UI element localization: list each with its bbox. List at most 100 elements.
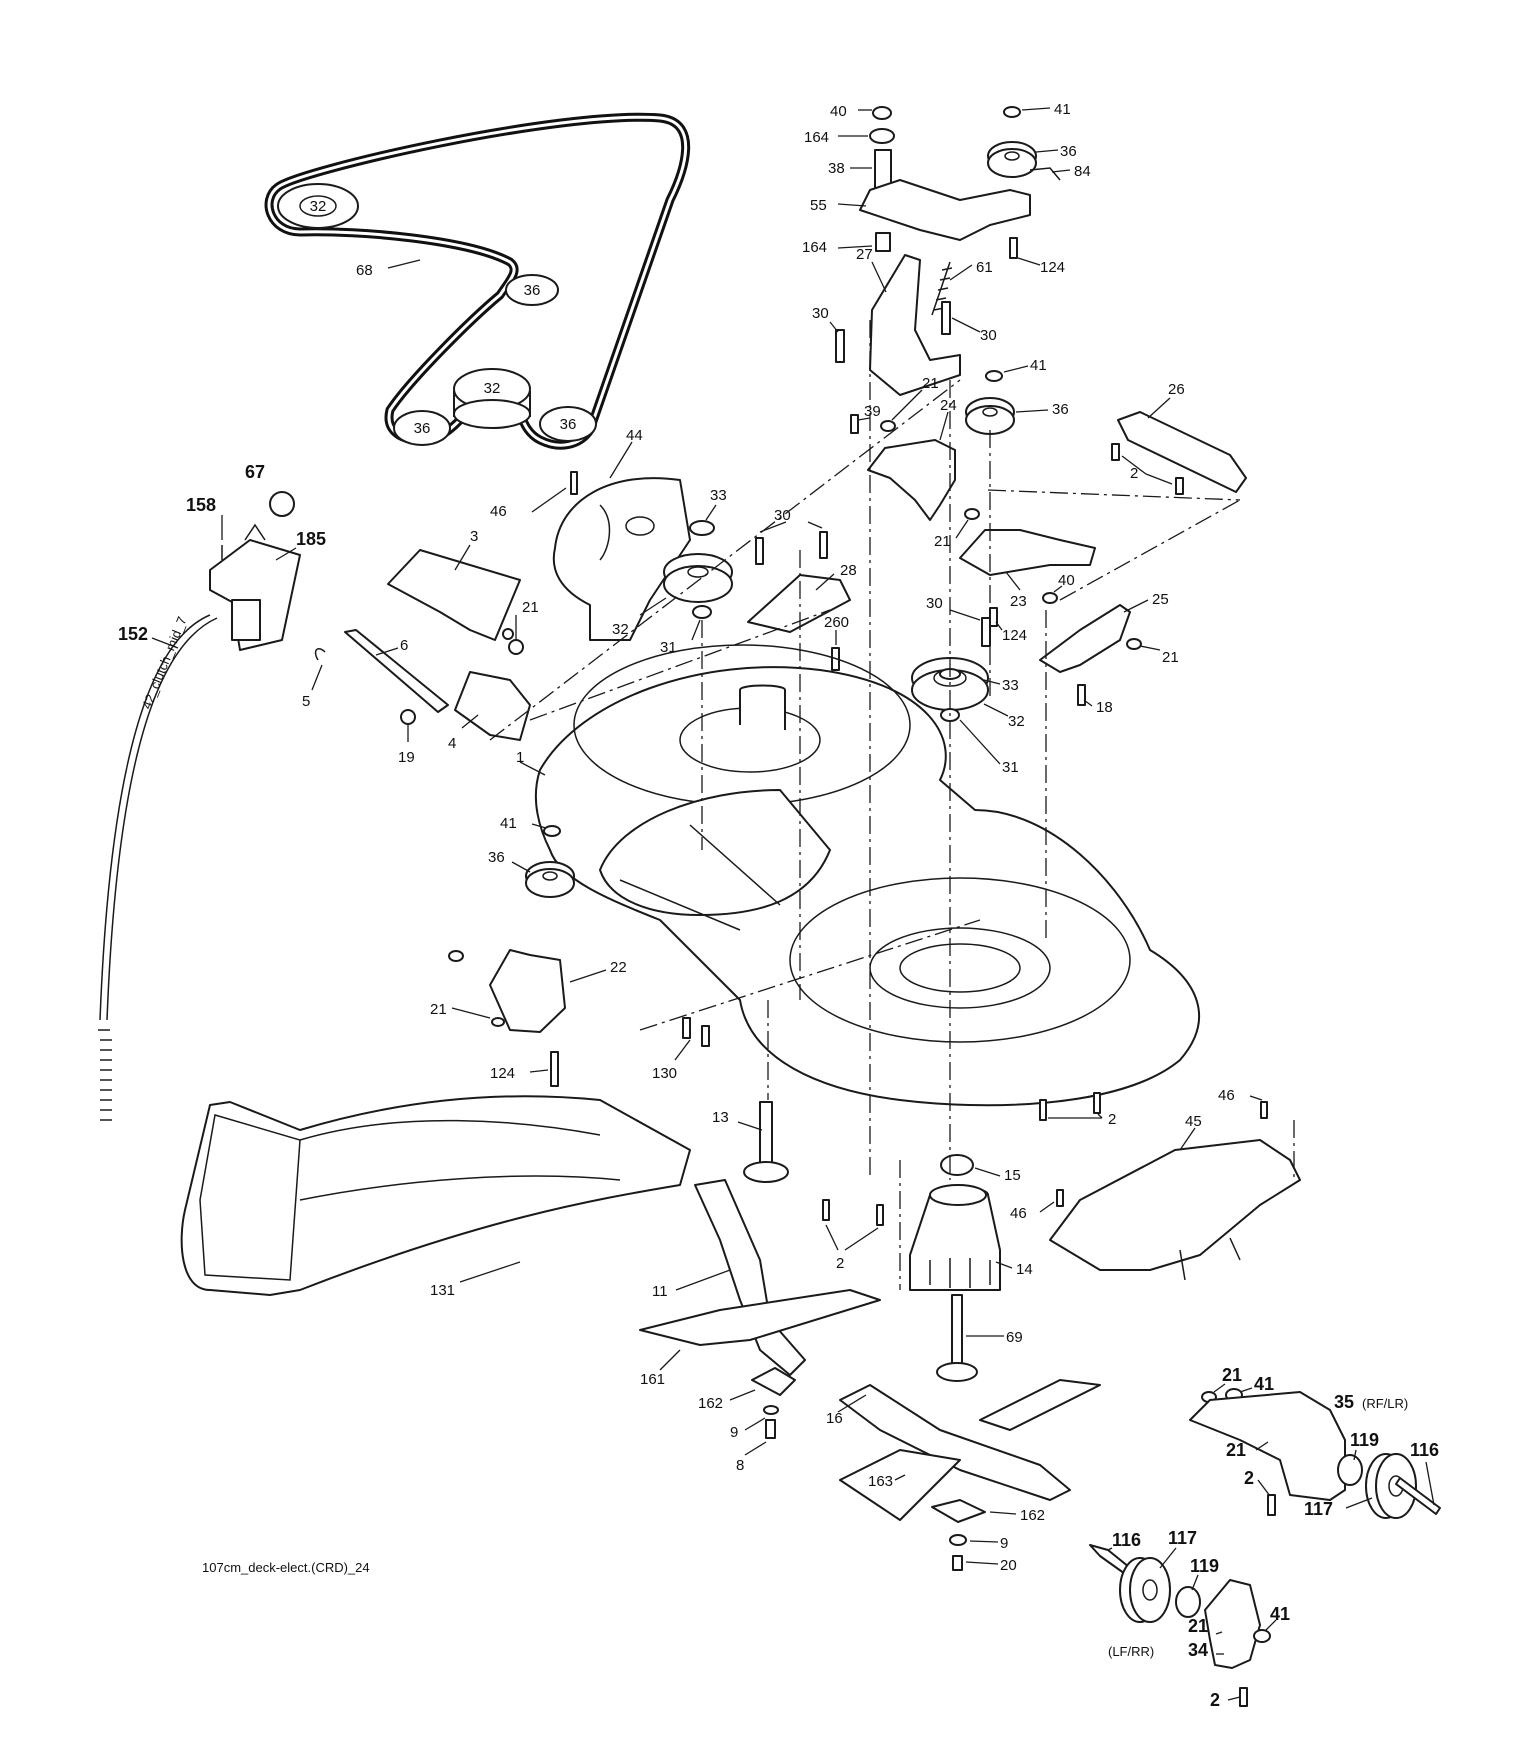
callout-124-a: 124 — [490, 1065, 515, 1082]
wheel-assembly-rf-lr: 21 41 35 (RF/LR) 21 2 119 117 116 — [1189, 1365, 1441, 1519]
callout-36-c: 36 — [1052, 401, 1069, 418]
callout-41-e: 41 — [1270, 1604, 1290, 1624]
callout-41-d: 41 — [1254, 1374, 1274, 1394]
clutch-assembly: 67 158 185 42_clutch_mid_7 152 — [98, 462, 326, 1121]
deck-belt-cover — [599, 789, 831, 916]
callout-39: 39 — [864, 403, 881, 420]
part-164-bushing-a — [869, 128, 895, 144]
callout-2-d: 2 — [1244, 1468, 1254, 1488]
part-61-spring — [931, 261, 953, 316]
part-21-nut-a — [508, 639, 524, 655]
part-2-bolt-b — [1039, 1099, 1047, 1121]
callout-24: 24 — [940, 397, 957, 414]
callout-2-e: 2 — [1210, 1690, 1220, 1710]
callout-30-a: 30 — [774, 507, 791, 524]
part-124-bolt-c — [989, 607, 998, 627]
callout-21-d: 21 — [934, 533, 951, 550]
callout-5: 5 — [302, 693, 310, 710]
part-4-bracket — [454, 671, 531, 741]
callout-117-b: 117 — [1168, 1528, 1197, 1548]
bracket-25-group: 40 25 21 18 124 — [989, 572, 1179, 716]
callout-61: 61 — [976, 259, 993, 276]
callout-8: 8 — [736, 1457, 744, 1474]
part-9-washer-b — [949, 1534, 967, 1546]
callout-30-d: 30 — [980, 327, 997, 344]
part-31-washer-a — [692, 605, 712, 619]
callout-35: 35 — [1334, 1392, 1354, 1412]
callout-34: 34 — [1188, 1640, 1208, 1660]
part-34-wheel-bracket — [1204, 1579, 1261, 1669]
callout-68: 68 — [356, 262, 373, 279]
callout-46-c: 46 — [1010, 1205, 1027, 1222]
callout-1: 1 — [516, 749, 524, 766]
part-35-wheel-bracket — [1189, 1391, 1346, 1501]
right-spindle-blade: 15 14 69 16 163 162 9 20 2 — [826, 1092, 1116, 1574]
callout-164-b: 164 — [802, 239, 827, 256]
left-front-bracket: 41 36 22 21 124 — [430, 815, 627, 1087]
part-124-bolt-a — [550, 1051, 559, 1087]
callout-28: 28 — [840, 562, 857, 579]
callout-36-a: 36 — [488, 849, 505, 866]
callout-21-b: 21 — [430, 1001, 447, 1018]
belt-pulley-32-large: 32 — [277, 183, 359, 229]
part-3-bracket — [387, 549, 521, 641]
part-67-ball — [269, 491, 295, 517]
callout-84: 84 — [1074, 163, 1091, 180]
callout-260: 260 — [824, 614, 849, 631]
left-bracket-group: 3 6 5 4 19 21 — [302, 528, 539, 766]
part-2-bolt-e — [1239, 1687, 1248, 1707]
part-2-bolt-a — [822, 1199, 830, 1221]
part-84-clip — [1029, 167, 1061, 181]
callout-124-b: 124 — [1040, 259, 1065, 276]
callout-26: 26 — [1168, 381, 1185, 398]
part-22-bracket — [489, 949, 566, 1033]
svg-text:32: 32 — [484, 380, 501, 397]
callout-46-a: 46 — [490, 503, 507, 520]
part-41-nut-b — [1003, 106, 1021, 118]
part-30-bolt-d — [941, 301, 951, 335]
callout-21-c: 21 — [922, 375, 939, 392]
callout-11: 11 — [652, 1283, 668, 1300]
part-41-nut-c — [985, 370, 1003, 382]
part-8-bolt — [765, 1419, 776, 1439]
callout-161: 161 — [640, 1371, 665, 1388]
part-switch-box — [231, 599, 261, 641]
part-16-blade — [839, 1384, 1071, 1501]
svg-text:36: 36 — [524, 282, 541, 299]
callout-164-a: 164 — [804, 129, 829, 146]
callout-185: 185 — [296, 529, 326, 549]
belt-pulley-32-center: 32 — [453, 368, 531, 429]
callout-2-a: 2 — [836, 1255, 844, 1272]
part-161-blade-tip — [639, 1289, 881, 1346]
callout-33-a: 33 — [710, 487, 727, 504]
callout-34-note: (LF/RR) — [1108, 1644, 1154, 1659]
side-shield-45: 45 46 46 — [1010, 1087, 1301, 1281]
callout-162-a: 162 — [698, 1395, 723, 1412]
callout-41-b: 41 — [1054, 101, 1071, 118]
part-119-washer-a — [1337, 1454, 1363, 1486]
part-2-bolt-d — [1267, 1494, 1276, 1516]
callout-22: 22 — [610, 959, 627, 976]
part-41-nut-a — [543, 825, 561, 837]
part-25-bracket — [1039, 604, 1131, 673]
callout-130: 130 — [652, 1065, 677, 1082]
callout-46-b: 46 — [1218, 1087, 1235, 1104]
callout-31-b: 31 — [1002, 759, 1019, 776]
part-131-chute — [180, 1095, 691, 1296]
callout-30-c: 30 — [812, 305, 829, 322]
bracket-26-group: 26 2 — [1111, 381, 1247, 495]
callout-131: 131 — [430, 1282, 455, 1299]
part-15-bearing — [940, 1154, 974, 1176]
part-46-screw-c — [1056, 1189, 1064, 1207]
callout-44: 44 — [626, 427, 643, 444]
callout-2-b: 2 — [1108, 1111, 1116, 1128]
callout-20: 20 — [1000, 1557, 1017, 1574]
part-163-blade-tip — [839, 1449, 961, 1521]
part-40-nut-b — [1042, 592, 1058, 604]
callout-14: 14 — [1016, 1261, 1033, 1278]
part-30-bolt-a — [755, 537, 764, 565]
callout-41-a: 41 — [500, 815, 517, 832]
callout-40-b: 40 — [1058, 572, 1075, 589]
part-5-clip — [314, 648, 326, 661]
